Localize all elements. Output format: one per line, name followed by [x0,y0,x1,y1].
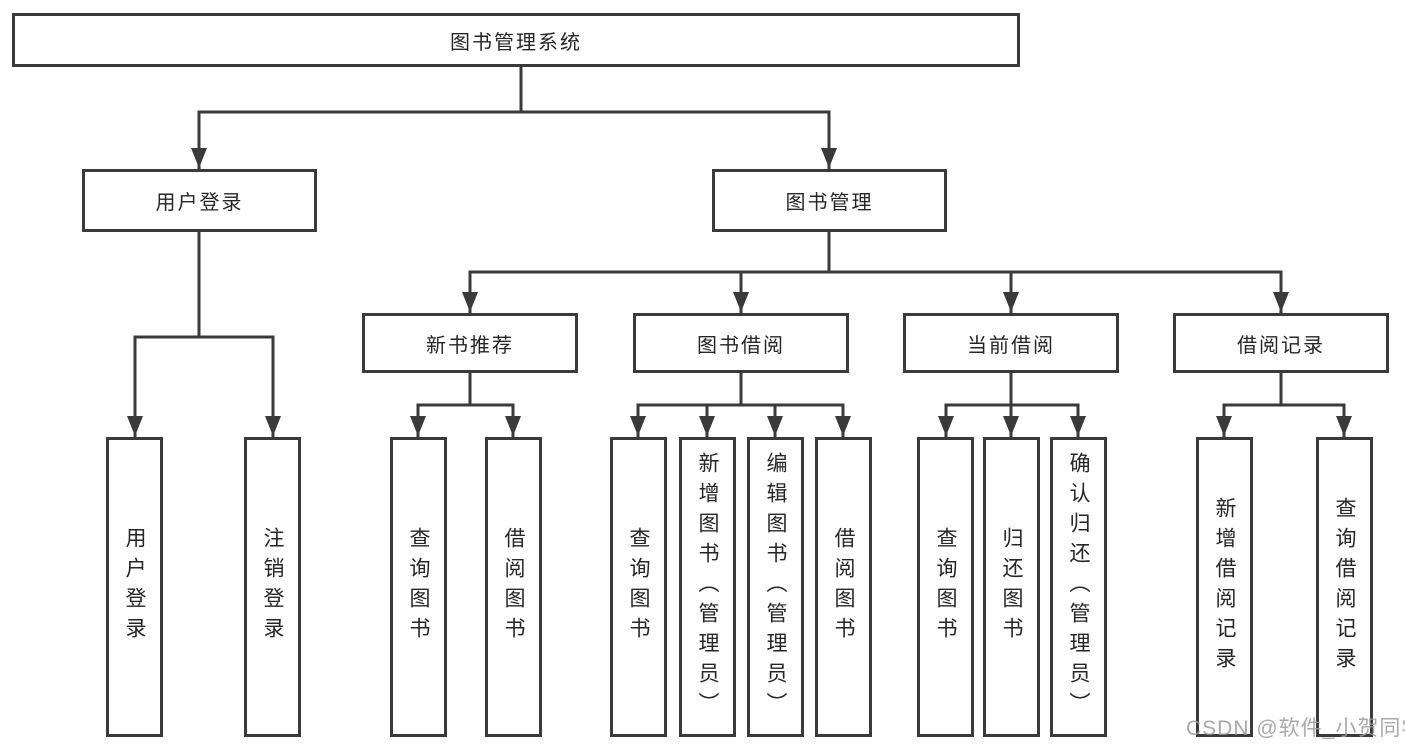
node-label: 新书推荐 [426,334,514,357]
node-label: 编辑图书（管理员） [764,452,787,722]
node-book-borrow: 图书借阅 [633,313,849,373]
node-label: 查询图书 [407,527,430,647]
node-label: 查询图书 [934,527,957,647]
node-label: 新增借阅记录 [1213,497,1236,677]
node-label: 借阅图书 [832,527,855,647]
leaf-current-query-book: 查询图书 [917,437,974,737]
node-book-management-branch: 图书管理 [712,169,947,232]
node-current-borrow: 当前借阅 [903,313,1119,373]
node-label: 查询图书 [627,527,650,647]
node-label: 新增图书（管理员） [696,452,719,722]
csdn-watermark: CSDN @软件_小贺同学 [1186,717,1405,740]
leaf-logout: 注销登录 [244,437,301,737]
node-label: 当前借阅 [967,334,1055,357]
node-label: 借阅记录 [1237,334,1325,357]
leaf-recommend-borrow-book: 借阅图书 [485,437,542,737]
node-label: 归还图书 [1000,527,1023,647]
leaf-query-borrow-record: 查询借阅记录 [1316,437,1373,737]
node-label: 图书管理 [785,192,874,214]
node-label: 查询借阅记录 [1333,497,1356,677]
leaf-confirm-return-admin: 确认归还（管理员） [1050,437,1107,737]
node-user-login-branch: 用户登录 [82,169,317,232]
leaf-return-book: 归还图书 [983,437,1040,737]
leaf-edit-book-admin: 编辑图书（管理员） [747,437,804,737]
leaf-borrow-query-book: 查询图书 [610,437,667,737]
leaf-recommend-query-book: 查询图书 [390,437,447,737]
leaf-user-login: 用户登录 [106,437,163,737]
node-label: 借阅图书 [502,527,525,647]
node-label: 用户登录 [123,527,146,647]
node-label: 注销登录 [261,527,284,647]
node-root-system: 图书管理系统 [12,13,1020,67]
node-borrow-records: 借阅记录 [1173,313,1389,373]
leaf-borrow-book: 借阅图书 [815,437,872,737]
node-label: 图书管理系统 [450,31,582,54]
node-new-book-recommend: 新书推荐 [362,313,578,373]
node-label: 确认归还（管理员） [1067,452,1090,722]
leaf-add-book-admin: 新增图书（管理员） [679,437,736,737]
leaf-add-borrow-record: 新增借阅记录 [1196,437,1253,737]
node-label: 用户登录 [155,192,244,214]
node-label: 图书借阅 [697,334,785,357]
